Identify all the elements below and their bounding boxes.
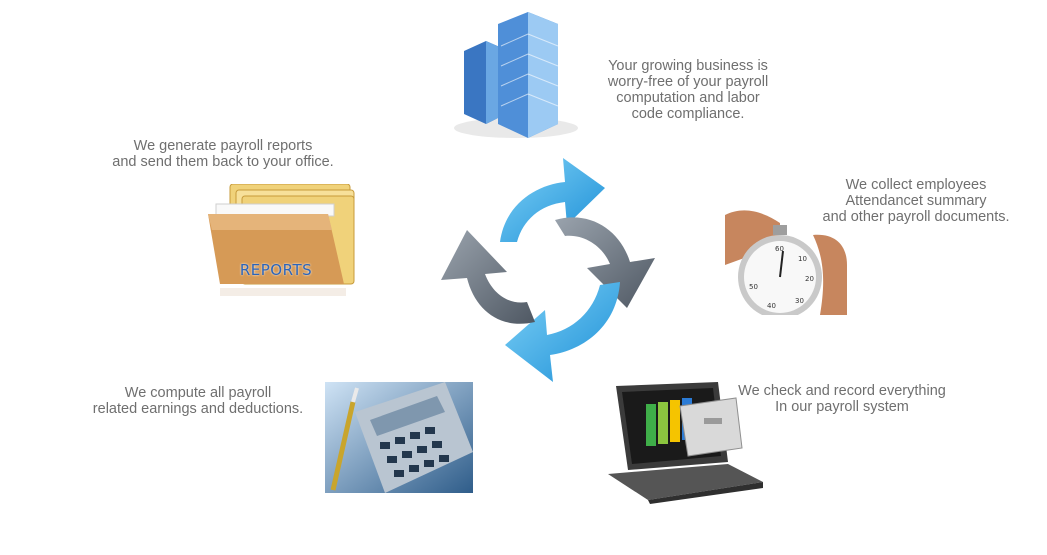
svg-text:60: 60 (775, 245, 784, 253)
caption-line: and other payroll documents. (822, 209, 1010, 225)
reports-folder-icon (208, 184, 355, 296)
svg-text:50: 50 (749, 283, 758, 291)
cycle-diagram (405, 150, 680, 395)
stopwatch-image: 60 10 20 30 40 50 (725, 205, 847, 315)
svg-text:40: 40 (767, 302, 776, 310)
reports-folder-image: REPORTS (208, 184, 358, 296)
calculator-image (325, 382, 473, 493)
svg-text:10: 10 (798, 255, 807, 263)
office-building-image (446, 6, 582, 142)
caption-line: We compute all payroll (124, 385, 272, 401)
caption-reports: We generate payroll reports and send the… (98, 138, 348, 170)
arrow-bottom-blue (505, 282, 620, 382)
cycle-arrows-icon (441, 158, 655, 382)
caption-business: Your growing business is worry-free of y… (588, 58, 788, 122)
svg-text:30: 30 (795, 297, 804, 305)
arrow-left-gray (441, 230, 535, 324)
laptop-filing-cabinet-icon (608, 382, 763, 504)
caption-line: worry-free of your payroll (607, 74, 769, 90)
arrow-top-blue (500, 158, 605, 242)
caption-line: In our payroll system (775, 399, 909, 415)
office-building-icon (454, 12, 578, 138)
caption-compute: We compute all payroll related earnings … (80, 385, 316, 417)
caption-collect: We collect employees Attendancet summary… (806, 177, 1026, 225)
caption-line: related earnings and deductions. (92, 401, 304, 417)
laptop-image (608, 382, 763, 504)
caption-line: We check and record everything (738, 383, 946, 399)
caption-line: We collect employees (845, 177, 987, 193)
caption-line: Attendancet summary (845, 193, 987, 209)
stopwatch-icon: 60 10 20 30 40 50 (725, 205, 847, 315)
caption-line: computation and labor (616, 90, 760, 106)
caption-line: We generate payroll reports (133, 138, 313, 154)
caption-line: code compliance. (631, 106, 745, 122)
svg-text:20: 20 (805, 275, 814, 283)
caption-line: and send them back to your office. (112, 154, 334, 170)
calculator-pen-icon (325, 382, 473, 493)
caption-check: We check and record everything In our pa… (726, 383, 958, 415)
arrow-right-gray (555, 217, 655, 308)
caption-line: Your growing business is (608, 58, 768, 74)
folder-label: REPORTS (239, 261, 313, 279)
